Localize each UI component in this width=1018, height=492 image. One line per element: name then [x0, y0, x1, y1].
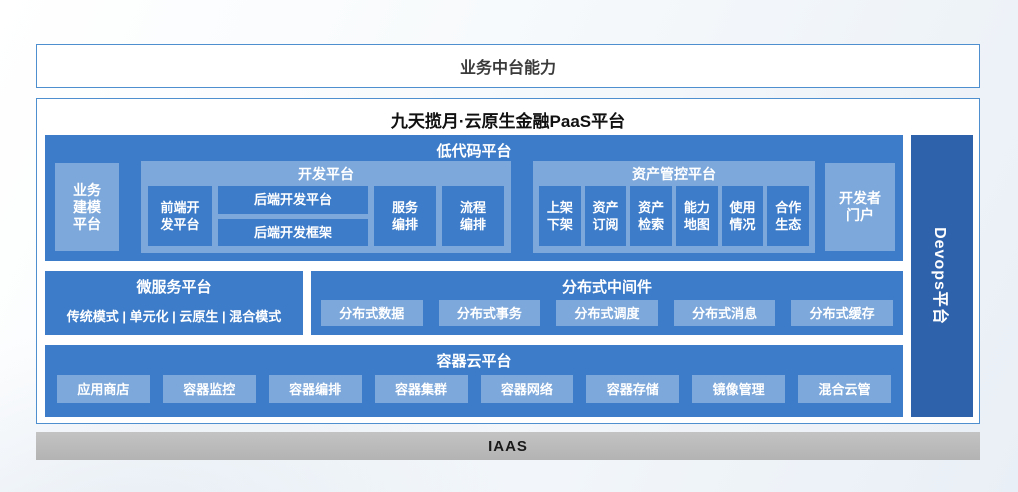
low-code-title: 低代码平台	[436, 143, 512, 160]
asset-item: 资产 订阅	[584, 186, 627, 246]
middleware-item: 分布式事务	[438, 300, 541, 326]
backend-platform-box: 后端开发平台	[218, 186, 368, 214]
devops-platform-bar: Devops平台	[911, 135, 973, 417]
middleware-title: 分布式中间件	[561, 279, 652, 296]
middleware-item: 分布式数据	[321, 300, 423, 326]
asset-item: 上架 下架	[539, 186, 581, 246]
container-item: 应用商店	[57, 375, 150, 403]
asset-control-group: 资产管控平台 上架 下架 资产 订阅 资产 检索 能力 地图 使用 情况 合作 …	[533, 161, 815, 253]
middleware-row: 分布式数据 分布式事务 分布式调度 分布式消息 分布式缓存	[321, 300, 893, 326]
container-item: 混合云管	[798, 375, 891, 403]
container-cloud-panel: 容器云平台 应用商店 容器监控 容器编排 容器集群 容器网络 容器存储 镜像管理…	[45, 345, 903, 417]
middleware-item: 分布式消息	[673, 300, 776, 326]
dev-platform-group: 开发平台 前端开 发平台 后端开发平台 后端开发框架 服务 编排 流程 编排	[141, 161, 511, 253]
banner-label: 业务中台能力	[459, 60, 556, 77]
developer-portal-box: 开发者 门户	[825, 163, 895, 251]
iaas-label: IAAS	[488, 437, 528, 455]
paas-platform-box: 九天揽月·云原生金融PaaS平台 低代码平台 业务 建模 平台 开发平台 前端开…	[36, 98, 980, 424]
microservice-title: 微服务平台	[136, 279, 212, 296]
asset-control-row: 上架 下架 资产 订阅 资产 检索 能力 地图 使用 情况 合作 生态	[539, 186, 810, 246]
microservice-modes: 传统模式 | 单元化 | 云原生 | 混合模式	[66, 309, 282, 324]
devops-platform-label: Devops平台	[931, 227, 948, 325]
asset-control-title: 资产管控平台	[632, 166, 716, 182]
microservice-platform-panel: 微服务平台 传统模式 | 单元化 | 云原生 | 混合模式	[45, 271, 303, 335]
backend-framework-box: 后端开发框架	[218, 218, 368, 246]
container-item: 镜像管理	[692, 375, 786, 403]
frontend-dev-box: 前端开 发平台	[148, 186, 212, 246]
asset-item: 合作 生态	[767, 186, 810, 246]
container-item: 容器编排	[268, 375, 362, 403]
container-cloud-row: 应用商店 容器监控 容器编排 容器集群 容器网络 容器存储 镜像管理 混合云管	[57, 375, 891, 403]
container-item: 容器存储	[586, 375, 680, 403]
iaas-bar: IAAS	[36, 432, 980, 460]
container-item: 容器集群	[374, 375, 468, 403]
service-orchestration-box: 服务 编排	[374, 186, 436, 246]
low-code-platform-panel: 低代码平台 业务 建模 平台 开发平台 前端开 发平台 后端开发平台 后端开发框…	[45, 135, 903, 261]
middleware-item: 分布式调度	[556, 300, 658, 326]
container-item: 容器网络	[480, 375, 574, 403]
distributed-middleware-panel: 分布式中间件 分布式数据 分布式事务 分布式调度 分布式消息 分布式缓存	[311, 271, 903, 335]
process-orchestration-box: 流程 编排	[442, 186, 504, 246]
asset-item: 使用 情况	[721, 186, 764, 246]
business-modeling-box: 业务 建模 平台	[55, 163, 119, 251]
middleware-item: 分布式缓存	[791, 300, 893, 326]
platform-title: 九天揽月·云原生金融PaaS平台	[390, 112, 626, 131]
dev-platform-row: 前端开 发平台 后端开发平台 后端开发框架 服务 编排 流程 编排	[148, 186, 504, 246]
container-cloud-title: 容器云平台	[436, 353, 512, 370]
asset-item: 资产 检索	[630, 186, 673, 246]
backend-stack: 后端开发平台 后端开发框架	[218, 186, 368, 246]
business-middle-platform-banner: 业务中台能力	[36, 44, 980, 88]
asset-item: 能力 地图	[676, 186, 718, 246]
container-item: 容器监控	[162, 375, 256, 403]
dev-platform-title: 开发平台	[298, 166, 354, 182]
